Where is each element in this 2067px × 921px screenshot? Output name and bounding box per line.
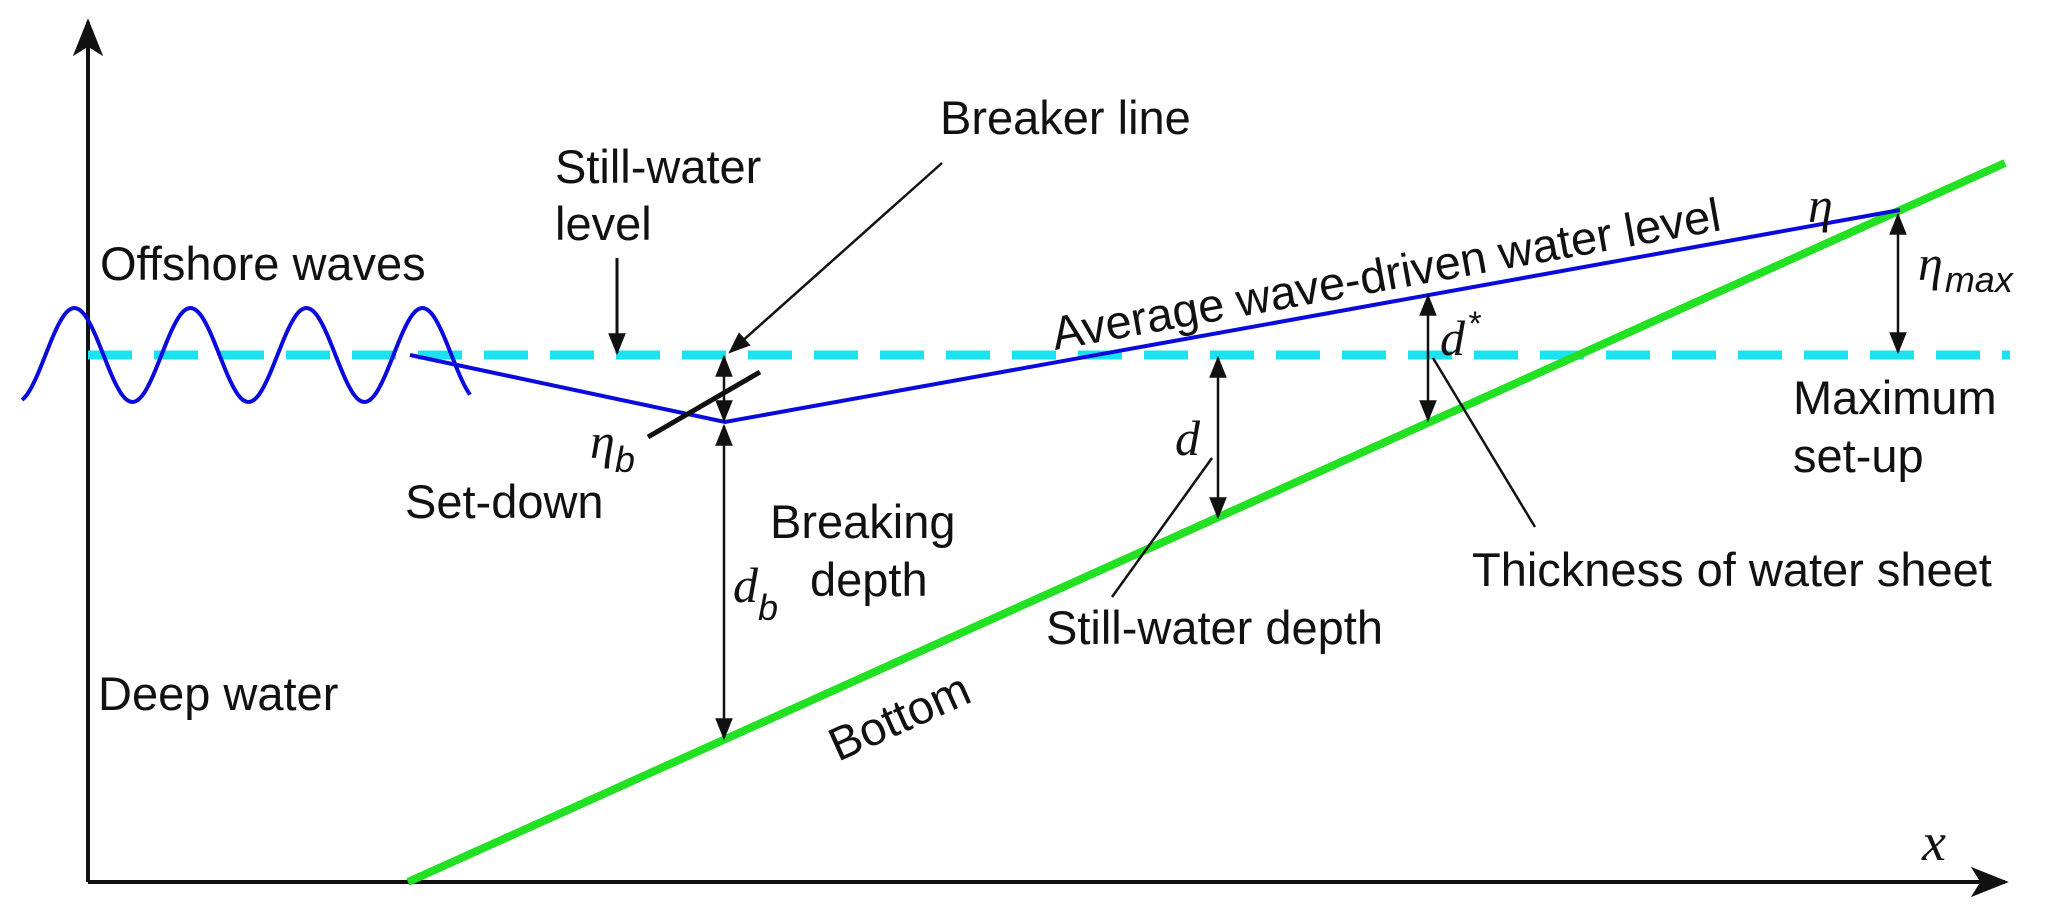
thickness-water-sheet-label: Thickness of water sheet <box>1472 543 1992 596</box>
still-water-level-label-line2: level <box>555 197 652 250</box>
eta-b-subscript: b <box>615 439 635 480</box>
d-symbol: d <box>1175 410 1201 466</box>
still-water-level-label-line1: Still-water <box>555 140 761 193</box>
eta-max-subscript: max <box>1945 259 2015 300</box>
breaking-depth-label-line1: Breaking <box>770 495 956 548</box>
eta-max-base: η <box>1918 235 1943 291</box>
offshore-waves-curve <box>20 305 472 405</box>
set-down-label: Set-down <box>405 475 604 528</box>
breaker-line-leader <box>728 162 943 354</box>
still-water-depth-label: Still-water depth <box>1046 601 1383 654</box>
maximum-setup-label-line2: set-up <box>1793 429 1924 482</box>
eta-b-base: η <box>590 413 615 469</box>
still-water-depth-leader <box>1110 457 1214 598</box>
maximum-setup-label-line1: Maximum <box>1793 371 1997 424</box>
d-star-base: d <box>1440 310 1466 366</box>
eta-max-symbol: ηmax <box>1918 235 2015 300</box>
water-sheet-leader <box>1431 357 1537 528</box>
x-axis-label: x <box>1921 812 1946 872</box>
bottom-label: Bottom <box>820 662 978 771</box>
eta-b-leader <box>646 369 762 440</box>
breaker-line-label: Breaker line <box>940 91 1191 144</box>
d-b-subscript: b <box>758 587 778 628</box>
eta-b-symbol: ηb <box>590 413 635 480</box>
d-b-symbol: db <box>733 557 778 628</box>
breaking-depth-label-line2: depth <box>810 553 928 606</box>
deep-water-label: Deep water <box>98 667 338 720</box>
offshore-waves-label: Offshore waves <box>100 237 426 290</box>
d-b-base: d <box>733 557 759 613</box>
eta-symbol: η <box>1808 177 1833 233</box>
bottom-line <box>406 159 2007 886</box>
d-star-symbol: d* <box>1440 305 1482 366</box>
d-star-superscript: * <box>1467 305 1482 343</box>
